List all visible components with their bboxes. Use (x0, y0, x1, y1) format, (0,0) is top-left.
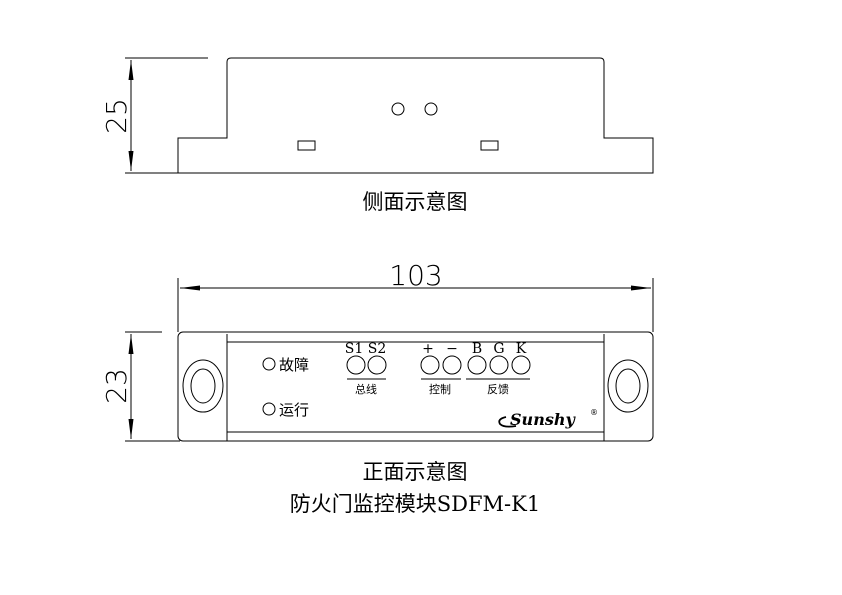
side-view: 25 侧面示意图 (100, 57, 654, 214)
terminal-label-s2: S2 (368, 341, 387, 357)
brand-swoosh-icon (498, 416, 517, 428)
side-view-hole-right (424, 102, 438, 116)
dimension-label-23: 23 (100, 368, 133, 404)
terminal-label-k: K (516, 341, 527, 357)
side-view-hole-left (391, 102, 405, 116)
side-view-slot-left (297, 140, 316, 151)
terminal-s2 (367, 355, 387, 375)
terminal-g (489, 355, 509, 375)
front-view-caption: 正面示意图 (363, 460, 468, 484)
terminal-k (511, 355, 531, 375)
dimension-label-25: 25 (100, 98, 133, 134)
brand-name: Sunshy (510, 410, 576, 429)
brand-logo: Sunshy ® (498, 408, 598, 429)
control-terminals: + − 控制 (420, 341, 462, 396)
bus-group-label: 总线 (355, 382, 377, 396)
terminal-minus (442, 355, 462, 375)
front-view: 103 23 故障 运行 (100, 259, 654, 516)
terminal-label-minus: − (446, 341, 458, 357)
control-group-label: 控制 (429, 382, 451, 396)
run-led (262, 402, 276, 416)
bus-terminals: S1 S2 总线 (345, 341, 387, 396)
terminal-label-b: B (472, 341, 482, 357)
feedback-group-label: 反馈 (487, 383, 509, 396)
side-view-outline (177, 57, 654, 174)
terminal-label-plus: + (422, 341, 434, 357)
run-label: 运行 (279, 401, 309, 419)
mounting-hole-left (182, 359, 224, 413)
feedback-terminals: B G K 反馈 (466, 341, 531, 396)
terminal-plus (420, 355, 440, 375)
terminal-label-g: G (493, 341, 504, 357)
dimension-label-103: 103 (389, 259, 442, 292)
terminal-s1 (346, 355, 366, 375)
front-height-dimension: 23 (100, 331, 180, 442)
terminal-b (467, 355, 487, 375)
front-view-panel-lines (226, 334, 605, 441)
run-indicator: 运行 (262, 401, 309, 419)
terminal-label-s1: S1 (345, 341, 364, 357)
side-height-dimension: 25 (100, 57, 208, 174)
registered-mark: ® (590, 408, 598, 417)
front-view-outline (177, 331, 654, 442)
side-view-caption: 侧面示意图 (363, 190, 468, 214)
mounting-hole-right (607, 359, 649, 413)
fault-led (262, 357, 276, 371)
front-width-dimension: 103 (177, 259, 654, 332)
fault-indicator: 故障 (262, 356, 309, 374)
fault-label: 故障 (279, 356, 309, 374)
product-title: 防火门监控模块SDFM-K1 (290, 492, 540, 516)
side-view-slot-right (480, 140, 499, 151)
